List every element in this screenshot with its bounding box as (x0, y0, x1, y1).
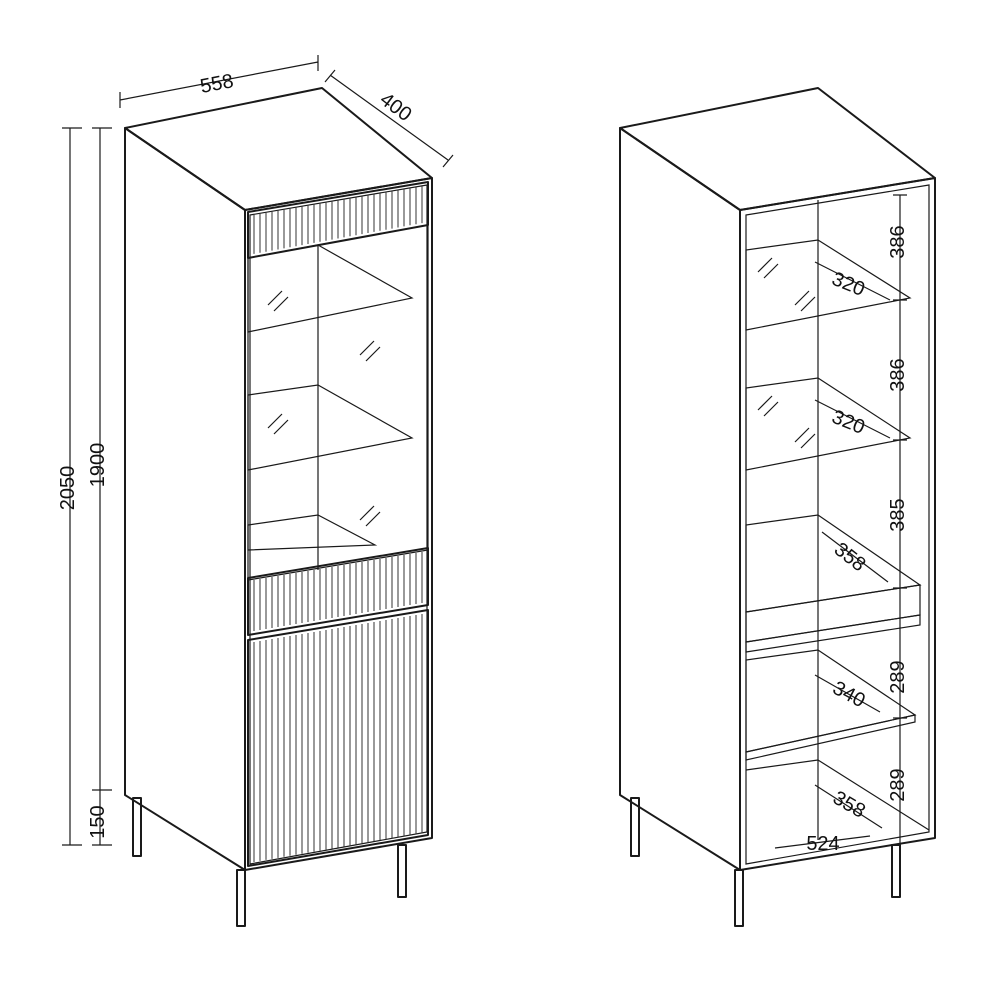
fluted-door (247, 609, 429, 867)
left-side-face (124, 127, 246, 871)
leg (132, 797, 142, 857)
middle-fluted-drawer (247, 547, 429, 636)
leg (630, 797, 640, 857)
compartment-height: 385 (887, 498, 909, 531)
compartment-height: 289 (887, 768, 909, 801)
compartment-height: 289 (887, 660, 909, 693)
total-height-dimension: 2050 (57, 466, 79, 511)
shelf-depth: 358 (829, 787, 869, 823)
shelf-depth: 358 (830, 538, 870, 576)
leg (236, 869, 246, 927)
glass-shelf-1 (247, 244, 414, 333)
shelf-depth: 320 (829, 268, 868, 301)
shelf-1 (745, 239, 912, 331)
right-side-face (619, 127, 741, 871)
glass-hatch-marks (267, 290, 381, 527)
compartment-height: 386 (887, 225, 909, 258)
flute-lines (253, 614, 423, 862)
shelf-depth: 340 (829, 677, 869, 712)
left-front-face (244, 177, 433, 871)
leg-height-dimension: 150 (87, 805, 109, 838)
body-height-dimension: 1900 (87, 443, 109, 488)
flute-lines (253, 552, 423, 631)
leg (397, 844, 407, 898)
leg (734, 869, 744, 927)
compartment-height: 386 (887, 358, 909, 391)
shelf-2 (745, 377, 912, 471)
leg (891, 844, 901, 898)
inner-width-dimension: 524 (806, 833, 839, 855)
width-dimension: 558 (198, 70, 235, 98)
left-dimension-lines (62, 55, 454, 846)
right-front-frame (739, 177, 936, 871)
left-cabinet: 558 400 2050 1900 150 (57, 55, 454, 927)
shelf-depth: 320 (829, 406, 868, 439)
glass-shelf-2 (247, 384, 414, 471)
right-cabinet: 386 386 385 289 289 320 320 358 340 358 … (619, 87, 936, 927)
depth-dimension: 400 (376, 88, 416, 126)
flute-lines (253, 186, 423, 254)
